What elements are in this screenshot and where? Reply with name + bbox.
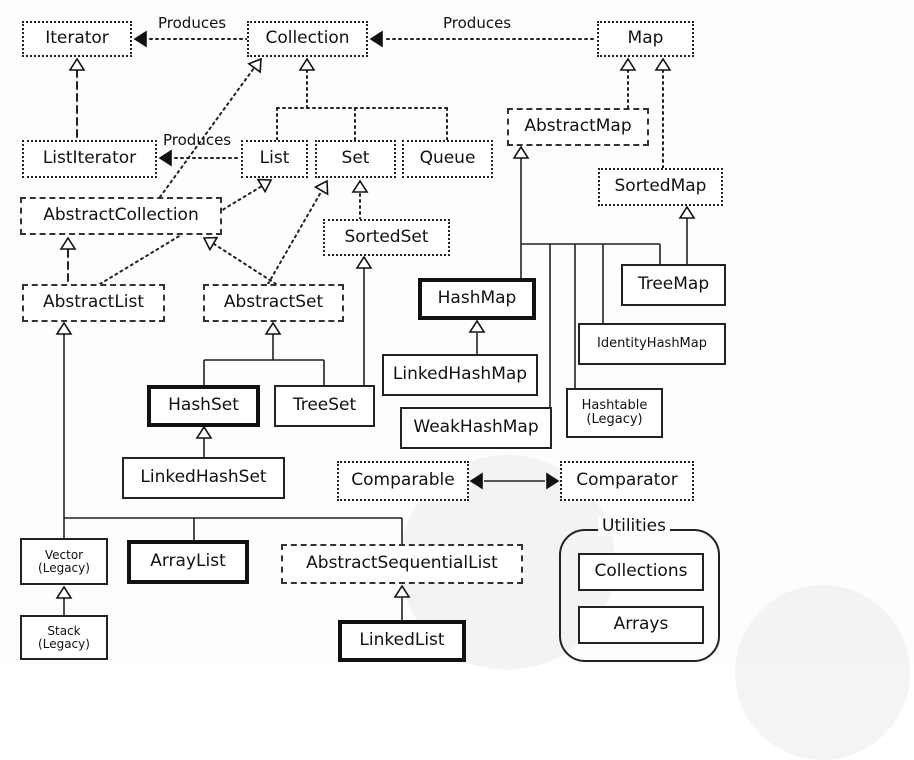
inheritance-arrowhead — [355, 255, 373, 269]
inheritance-arrowhead — [59, 236, 77, 250]
connector — [159, 67, 255, 198]
hashtable-node: Hashtable (Legacy) — [566, 388, 663, 438]
sorted-map-node: SortedMap — [598, 168, 723, 206]
inheritance-arrowhead — [619, 57, 637, 71]
tree-map-node: TreeMap — [621, 264, 726, 306]
stack-node: Stack (Legacy) — [20, 615, 108, 660]
vector-node: Vector (Legacy) — [20, 538, 108, 585]
abstract-set-node: AbstractSet — [203, 284, 344, 322]
inheritance-arrowhead — [298, 57, 316, 71]
arrowhead — [133, 30, 147, 48]
arrowhead — [546, 472, 560, 490]
iterator-node: Iterator — [22, 21, 132, 57]
arrowhead — [469, 472, 483, 490]
abstract-sequential-list-node: AbstractSequentialList — [281, 544, 523, 584]
inheritance-arrowhead — [247, 57, 262, 74]
inheritance-arrowhead — [313, 179, 329, 196]
edge-label-produces: Produces — [163, 131, 232, 149]
connector — [99, 185, 263, 285]
queue-node: Queue — [402, 140, 493, 178]
array-list-node: ArrayList — [127, 540, 249, 584]
hash-map-node: HashMap — [418, 278, 536, 320]
inheritance-arrowhead — [468, 319, 486, 333]
edge-label-produces: Produces — [443, 14, 512, 32]
connector — [267, 191, 322, 285]
utilities-group-title: Utilities — [598, 516, 670, 536]
linked-hash-set-node: LinkedHashSet — [122, 457, 285, 499]
set-node: Set — [315, 140, 396, 178]
inheritance-arrowhead — [55, 585, 73, 599]
inheritance-arrowhead — [512, 145, 530, 159]
collections-node: Collections — [578, 553, 704, 591]
arrowhead — [369, 30, 383, 48]
connector-lines — [55, 30, 696, 620]
collection-node: Collection — [247, 21, 368, 57]
comparable-node: Comparable — [337, 461, 469, 501]
abstract-list-node: AbstractList — [22, 284, 165, 322]
inheritance-arrowhead — [68, 57, 86, 71]
linked-hash-map-node: LinkedHashMap — [382, 354, 538, 396]
inheritance-arrowhead — [55, 321, 73, 335]
inheritance-arrowhead — [264, 321, 282, 335]
map-node: Map — [597, 21, 694, 57]
inheritance-arrowhead — [393, 584, 411, 598]
inheritance-arrowhead — [202, 236, 219, 252]
comparator-node: Comparator — [560, 461, 694, 501]
linked-list-node: LinkedList — [338, 620, 466, 662]
sorted-set-node: SortedSet — [323, 219, 450, 256]
arrowhead — [158, 149, 172, 167]
arrays-node: Arrays — [578, 606, 704, 644]
edge-label-produces: Produces — [158, 14, 227, 32]
identity-hash-map-node: IdentityHashMap — [578, 323, 726, 365]
inheritance-arrowhead — [351, 179, 369, 193]
collections-diagram: Produces Produces Produces Utilities Ite… — [20, 14, 910, 760]
abstract-map-node: AbstractMap — [507, 108, 649, 146]
inheritance-arrowhead — [195, 425, 213, 439]
tree-set-node: TreeSet — [274, 385, 375, 427]
inheritance-arrowhead — [678, 205, 696, 219]
abstract-collection-node: AbstractCollection — [20, 197, 222, 235]
inheritance-arrowhead — [654, 57, 672, 71]
list-iterator-node: ListIterator — [22, 140, 157, 178]
connector — [213, 243, 277, 285]
hash-set-node: HashSet — [147, 385, 260, 427]
list-node: List — [241, 140, 308, 178]
weak-hash-map-node: WeakHashMap — [400, 407, 552, 449]
inheritance-arrowhead — [256, 178, 273, 194]
